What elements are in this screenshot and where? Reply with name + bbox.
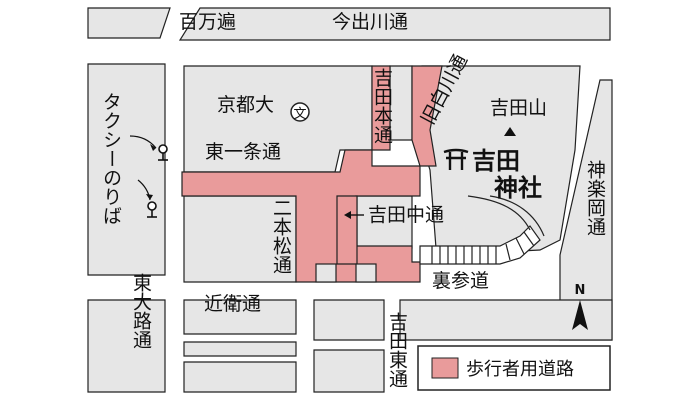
block-south-1 (183, 299, 297, 335)
street-urasando: 裏参道 (432, 270, 489, 292)
yoshida-naka-arrowhead (344, 211, 351, 219)
place-shrine-line1: 吉田 (472, 147, 520, 175)
pedestrian-kyu-shirakawa (411, 65, 443, 167)
block-university-right (389, 65, 413, 141)
legend-label: 歩行者用道路 (466, 359, 574, 380)
inner-block-1 (315, 263, 337, 283)
pedestrian-yoshida-hondori (371, 65, 391, 151)
street-kagurazaka: 神楽岡通 (584, 160, 606, 236)
place-taxi: タクシーのりば (100, 92, 122, 225)
block-top-main (178, 7, 611, 41)
university-symbol: 文 (293, 107, 306, 122)
street-higashioji: 東大路通 (130, 273, 152, 349)
legend-box (417, 345, 611, 391)
street-higashi-ichijo: 東一条通 (205, 141, 281, 163)
taxi-arrowhead-1 (150, 144, 156, 151)
taxi-arrowhead-2 (146, 194, 153, 200)
block-left-upper (87, 63, 166, 276)
compass-label: N (575, 283, 586, 298)
inner-block-2 (355, 263, 377, 283)
block-south-6 (313, 349, 385, 393)
block-left-lower (87, 299, 166, 393)
legend: 歩行者用道路 (417, 345, 611, 391)
block-south-5 (183, 361, 297, 393)
university-icon: 文 (290, 102, 310, 122)
taxi-stand-icon-1 (158, 144, 168, 161)
pedestrian-roads (181, 65, 443, 283)
legend-swatch (431, 357, 459, 379)
block-top-left (87, 7, 171, 39)
pedestrian-center-strip (336, 195, 358, 265)
block-south-2 (183, 341, 297, 357)
block-south-3 (313, 299, 385, 341)
shrine-approach-road (467, 195, 531, 231)
street-yoshida-naka: 吉田中通 (368, 204, 444, 226)
street-yoshida-higashi: 吉田東通 (386, 312, 408, 388)
street-nihonmatsu: 二本松通 (270, 198, 292, 274)
block-south-4 (399, 299, 613, 341)
place-yoshida-yama: 吉田山 (490, 97, 547, 119)
mountain-peak-icon (504, 127, 516, 136)
place-kyoto-univ: 京都大 (217, 94, 274, 116)
shrine-approach-road-2 (489, 195, 545, 237)
taxi-stand-icon-2 (147, 201, 157, 218)
street-imadegawa: 今出川通 (332, 11, 408, 33)
compass: N (572, 283, 588, 330)
urasando-stairs (419, 225, 541, 265)
north-arrow-icon (572, 300, 588, 330)
place-shrine-line2: 神社 (494, 174, 542, 202)
street-hyakumanben: 百万遍 (179, 11, 236, 33)
street-konoe: 近衛通 (204, 293, 261, 315)
inner-blocks (315, 263, 377, 283)
street-yoshida-hondori: 吉田本通 (371, 68, 393, 144)
torii-gate-icon (443, 148, 469, 170)
